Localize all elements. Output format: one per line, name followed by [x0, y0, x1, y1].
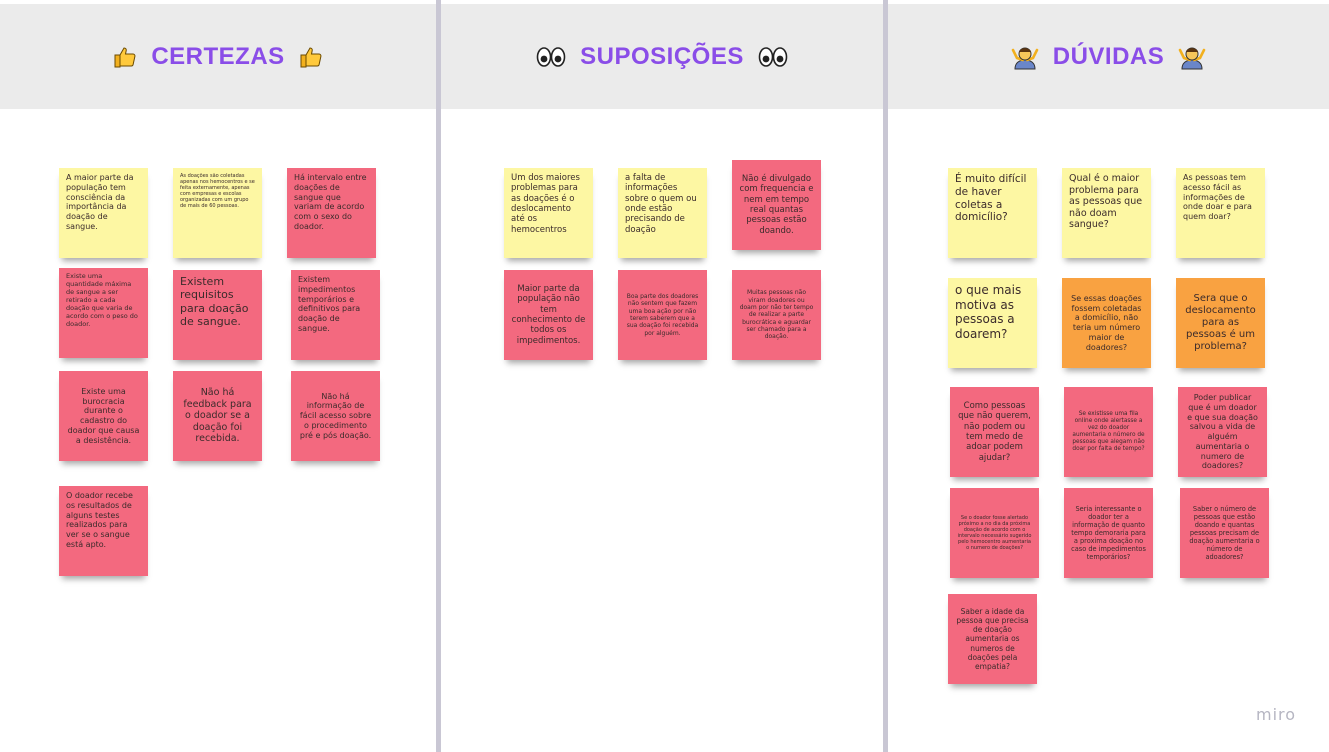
sticky-note[interactable]: Seria interessante o doador ter a inform…	[1064, 488, 1153, 578]
sticky-note[interactable]: Existem impedimentos temporários e defin…	[291, 270, 380, 360]
thumbs-up-icon	[300, 46, 322, 67]
sticky-note[interactable]: As doações são coletadas apenas nos hemo…	[173, 168, 262, 258]
sticky-note[interactable]: Se o doador fosse alertado próximo a no …	[950, 488, 1039, 578]
sticky-note[interactable]: Saber a idade da pessoa que precisa de d…	[948, 594, 1037, 684]
shrug-icon	[1011, 47, 1039, 69]
sticky-note[interactable]: Um dos maiores problemas para as doações…	[504, 168, 593, 258]
sticky-note[interactable]: Como pessoas que não querem, não podem o…	[950, 387, 1039, 477]
sticky-note[interactable]: Há intervalo entre doações de sangue que…	[287, 168, 376, 258]
sticky-note[interactable]: A maior parte da população tem consciênc…	[59, 168, 148, 258]
column-divider	[436, 0, 441, 752]
sticky-note[interactable]: Existe uma burocracia durante o cadastro…	[59, 371, 148, 461]
sticky-note[interactable]: As pessoas tem acesso fácil as informaçõ…	[1176, 168, 1265, 258]
eyes-icon	[536, 46, 566, 67]
sticky-note[interactable]: o que mais motiva as pessoas a doarem?	[948, 278, 1037, 368]
sticky-note[interactable]: Não há informação de fácil acesso sobre …	[291, 371, 380, 461]
sticky-note[interactable]: Boa parte dos doadores não sentem que fa…	[618, 270, 707, 360]
sticky-note[interactable]: O doador recebe os resultados de alguns …	[59, 486, 148, 576]
column-header: SUPOSIÇÕES	[441, 4, 883, 109]
column-certezas: CERTEZAS A maior parte da população tem …	[0, 0, 436, 752]
column-header: CERTEZAS	[0, 4, 436, 109]
sticky-note[interactable]: Se essas doações fossem coletadas a domi…	[1062, 278, 1151, 368]
sticky-note[interactable]: Muitas pessoas não viram doadores ou doa…	[732, 270, 821, 360]
sticky-note[interactable]: a falta de informações sobre o quem ou o…	[618, 168, 707, 258]
column-suposicoes: SUPOSIÇÕES Um dos maiores problemas para…	[441, 0, 883, 752]
column-title: SUPOSIÇÕES	[580, 42, 744, 70]
sticky-note[interactable]: Saber o número de pessoas que estão doan…	[1180, 488, 1269, 578]
column-title: DÚVIDAS	[1052, 42, 1165, 70]
column-title: CERTEZAS	[151, 42, 285, 70]
eyes-icon	[758, 46, 788, 67]
sticky-note[interactable]: Maior parte da população não tem conheci…	[504, 270, 593, 360]
sticky-note[interactable]: Não é divulgado com frequencia e nem em …	[732, 160, 821, 250]
thumbs-up-icon	[114, 46, 136, 67]
column-duvidas: DÚVIDAS É muito difícil de haver coletas…	[888, 0, 1329, 752]
sticky-note[interactable]: Existe uma quantidade máxima de sangue a…	[59, 268, 148, 358]
sticky-note[interactable]: É muito difícil de haver coletas a domic…	[948, 168, 1037, 258]
sticky-note[interactable]: Não há feedback para o doador se a doaçã…	[173, 371, 262, 461]
shrug-icon	[1178, 47, 1206, 69]
sticky-note[interactable]: Qual é o maior problema para as pessoas …	[1062, 168, 1151, 258]
sticky-note[interactable]: Poder publicar que é um doador e que sua…	[1178, 387, 1267, 477]
sticky-note[interactable]: Existem requisitos para doação de sangue…	[173, 270, 262, 360]
sticky-note[interactable]: Sera que o deslocamento para as pessoas …	[1176, 278, 1265, 368]
sticky-note[interactable]: Se existisse uma fila online onde alerta…	[1064, 387, 1153, 477]
column-header: DÚVIDAS	[888, 4, 1329, 109]
miro-watermark: miro	[1256, 705, 1297, 724]
column-divider	[883, 0, 888, 752]
